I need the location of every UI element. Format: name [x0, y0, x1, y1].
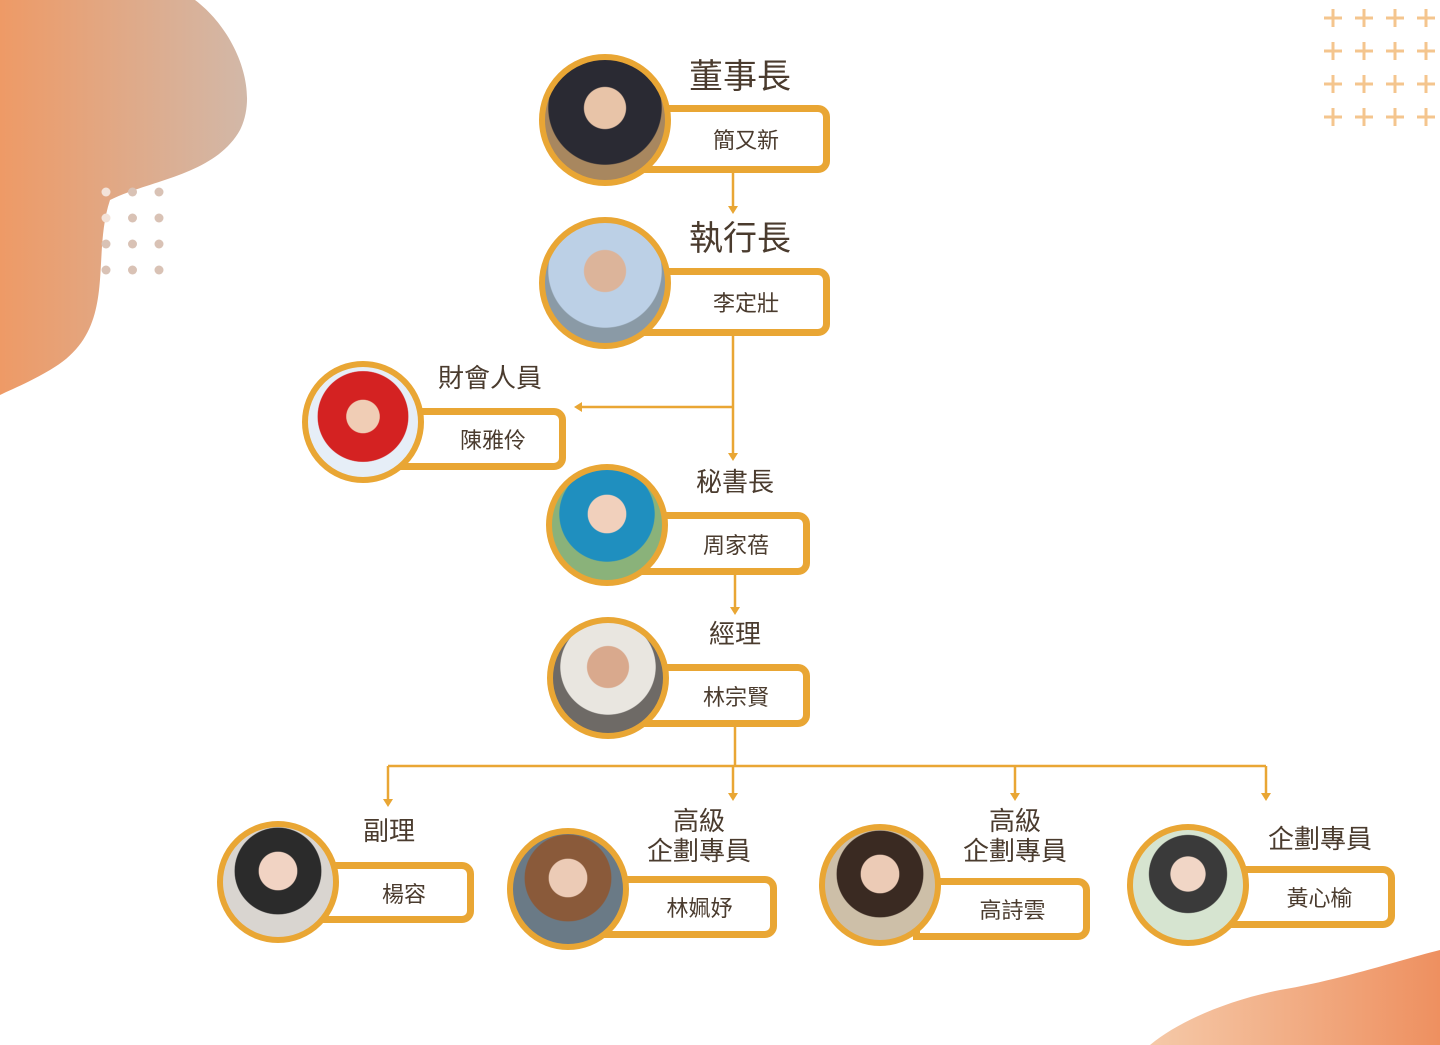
person-photo	[819, 824, 941, 946]
name-box: 林宗賢	[640, 664, 810, 727]
plus-mark	[1386, 108, 1404, 126]
arrow-head	[1010, 793, 1020, 801]
dot	[154, 239, 164, 249]
person-photo	[217, 821, 339, 943]
plus-mark	[1386, 75, 1404, 93]
person-name: 簡又新	[712, 129, 779, 154]
plus-mark	[1355, 42, 1373, 60]
plus-mark	[1386, 42, 1404, 60]
plus-mark	[1324, 75, 1342, 93]
position-title: 企劃專員	[1267, 825, 1373, 855]
plus-mark	[1355, 9, 1373, 27]
arrow-head	[728, 206, 738, 214]
person-photo	[539, 54, 671, 186]
dot	[128, 239, 137, 249]
dot	[101, 239, 111, 249]
arrow-head	[728, 793, 738, 801]
plus-mark	[1417, 108, 1435, 126]
person-name: 李定壯	[712, 292, 779, 317]
name-box: 陳雅伶	[398, 408, 566, 470]
arrow-head	[574, 402, 582, 412]
position-title: 董事長	[689, 57, 791, 97]
dot	[154, 265, 164, 275]
dot	[128, 265, 137, 275]
person-name: 周家蓓	[702, 533, 769, 559]
person-name: 陳雅伶	[459, 429, 526, 454]
plus-mark	[1417, 75, 1435, 93]
dot	[101, 265, 111, 275]
dot	[128, 213, 137, 223]
plus-grid	[1324, 9, 1435, 126]
position-title: 財會人員	[437, 364, 543, 394]
plus-mark	[1324, 42, 1342, 60]
name-box: 黃心榆	[1222, 866, 1395, 928]
plus-mark	[1355, 75, 1373, 93]
position-title: 高級 企劃專員	[962, 807, 1068, 867]
position-title: 執行長	[689, 219, 791, 259]
person-photo	[302, 361, 424, 483]
arrow-head	[383, 799, 393, 807]
arrow-head	[1261, 793, 1271, 801]
dot	[154, 213, 164, 223]
person-photo	[546, 464, 668, 586]
position-title: 秘書長	[695, 468, 775, 498]
plus-mark	[1386, 9, 1404, 27]
dot	[154, 187, 164, 197]
person-photo	[539, 217, 671, 349]
plus-mark	[1324, 9, 1342, 27]
person-photo	[1127, 824, 1249, 946]
name-box: 周家蓓	[640, 512, 810, 575]
dot	[128, 187, 137, 197]
person-name: 黃心榆	[1286, 887, 1353, 912]
person-name: 林宗賢	[702, 685, 769, 711]
position-title: 經理	[708, 620, 762, 650]
arrow-head	[728, 453, 738, 461]
person-name: 高詩雲	[979, 899, 1046, 924]
plus-mark	[1417, 9, 1435, 27]
name-box: 簡又新	[640, 105, 830, 173]
person-photo	[507, 828, 629, 950]
arrow-head	[730, 607, 740, 615]
position-title: 高級 企劃專員	[646, 807, 752, 867]
name-box: 李定壯	[640, 268, 830, 336]
dot	[101, 187, 111, 197]
name-box: 楊容	[312, 862, 474, 923]
top-left-blob	[0, 0, 248, 395]
plus-mark	[1417, 42, 1435, 60]
person-name: 楊容	[381, 882, 426, 908]
plus-mark	[1324, 108, 1342, 126]
position-title: 副理	[362, 817, 416, 847]
person-name: 林姵妤	[666, 897, 733, 922]
dot-grid	[101, 187, 164, 275]
person-photo	[547, 617, 669, 739]
dot	[101, 213, 111, 223]
bottom-right-blob	[1150, 950, 1440, 1045]
plus-mark	[1355, 108, 1373, 126]
